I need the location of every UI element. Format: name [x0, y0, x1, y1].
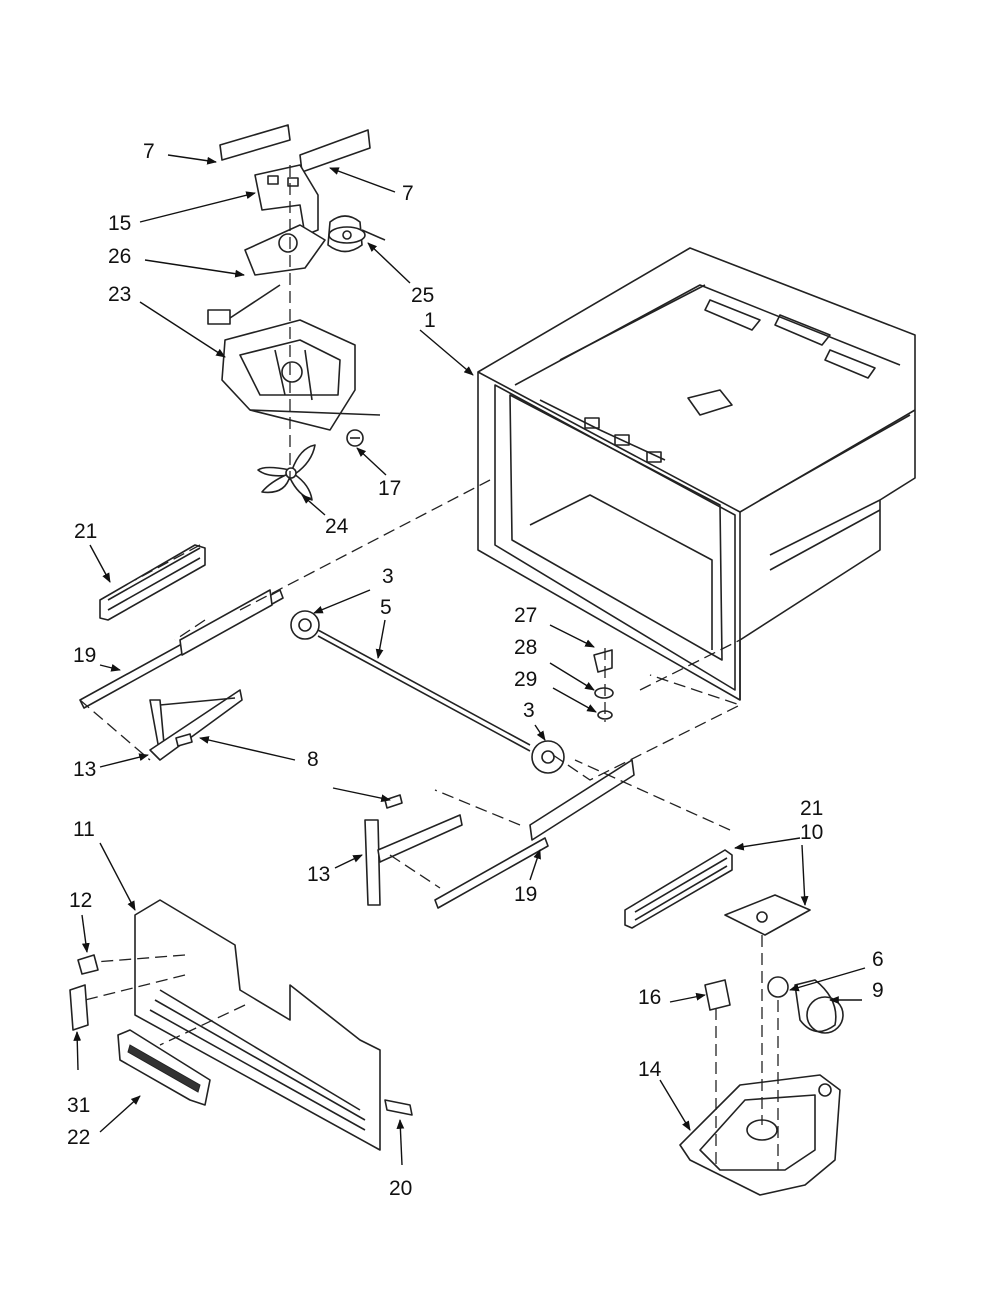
callout-24: 24 — [325, 515, 349, 538]
part-26-motor-mount — [207, 224, 326, 325]
part-6-lamp-socket — [767, 976, 789, 998]
callout-3-upper: 3 — [382, 565, 394, 588]
part-31-clip — [69, 984, 89, 1031]
callout-26: 26 — [108, 245, 131, 268]
part-1-freezer-liner — [477, 247, 916, 701]
callout-15: 15 — [108, 212, 131, 235]
callout-19-upper: 19 — [73, 644, 96, 667]
part-20-strip — [384, 1099, 413, 1116]
callout-22: 22 — [67, 1126, 90, 1149]
part-9-light-bulb — [794, 979, 844, 1034]
part-10-label — [724, 894, 811, 936]
part-3-upper-gear — [290, 610, 320, 640]
callout-7-right: 7 — [402, 182, 414, 205]
part-13-lower-bracket — [364, 814, 463, 906]
part-3-lower-gear — [531, 740, 565, 774]
callout-16: 16 — [638, 986, 661, 1009]
part-16-switch — [704, 979, 731, 1011]
callout-7-left: 7 — [143, 140, 155, 163]
part-21-right-slide-rail — [624, 849, 733, 929]
callout-11: 11 — [73, 818, 95, 841]
part-17-screw — [346, 429, 364, 447]
part-22-grille — [117, 1029, 211, 1106]
callout-13-lower: 13 — [307, 863, 330, 886]
callout-31: 31 — [67, 1094, 90, 1117]
callout-17: 17 — [378, 477, 401, 500]
part-19-upper-rail — [79, 589, 284, 709]
callout-19-lower: 19 — [514, 883, 537, 906]
callout-9: 9 — [872, 979, 884, 1002]
part-5-shaft — [317, 629, 531, 752]
callout-12: 12 — [69, 889, 92, 912]
part-12-screw — [77, 954, 99, 975]
part-21-left-slide-rail — [99, 544, 206, 621]
part-19-lower-rail — [434, 759, 635, 909]
callout-leaders — [73, 154, 866, 1166]
part-24-fan-blade — [257, 444, 316, 501]
assembly-dash-lines — [79, 165, 779, 1170]
part-11-rear-panel — [134, 899, 381, 1151]
callout-29: 29 — [514, 668, 537, 691]
callout-1: 1 — [424, 309, 436, 332]
part-23-fan-housing — [221, 319, 381, 431]
part-15-fan-bracket — [254, 164, 319, 236]
callout-21-upper: 21 — [74, 520, 97, 543]
callout-28: 28 — [514, 636, 537, 659]
part-13-upper-bracket — [149, 689, 243, 761]
part-25-fan-motor — [327, 215, 386, 253]
callout-25: 25 — [411, 284, 434, 307]
callout-21-lower: 21 — [800, 797, 823, 820]
callout-8: 8 — [307, 748, 319, 771]
part-7-gaskets — [219, 124, 371, 173]
callout-10: 10 — [800, 821, 823, 844]
callout-numbers: 7 7 15 26 25 23 1 17 24 21 3 5 19 27 28 … — [67, 140, 884, 1200]
part-27-roller — [593, 649, 613, 673]
part-8-screws — [175, 733, 403, 809]
callout-14: 14 — [638, 1058, 662, 1081]
callout-5: 5 — [380, 596, 392, 619]
callout-23: 23 — [108, 283, 131, 306]
callout-27: 27 — [514, 604, 537, 627]
callout-3-lower: 3 — [523, 699, 535, 722]
callout-20: 20 — [389, 1177, 412, 1200]
callout-13-upper: 13 — [73, 758, 96, 781]
part-28-washer — [594, 687, 614, 699]
part-14-light-housing — [679, 1074, 841, 1196]
callout-6: 6 — [872, 948, 884, 971]
